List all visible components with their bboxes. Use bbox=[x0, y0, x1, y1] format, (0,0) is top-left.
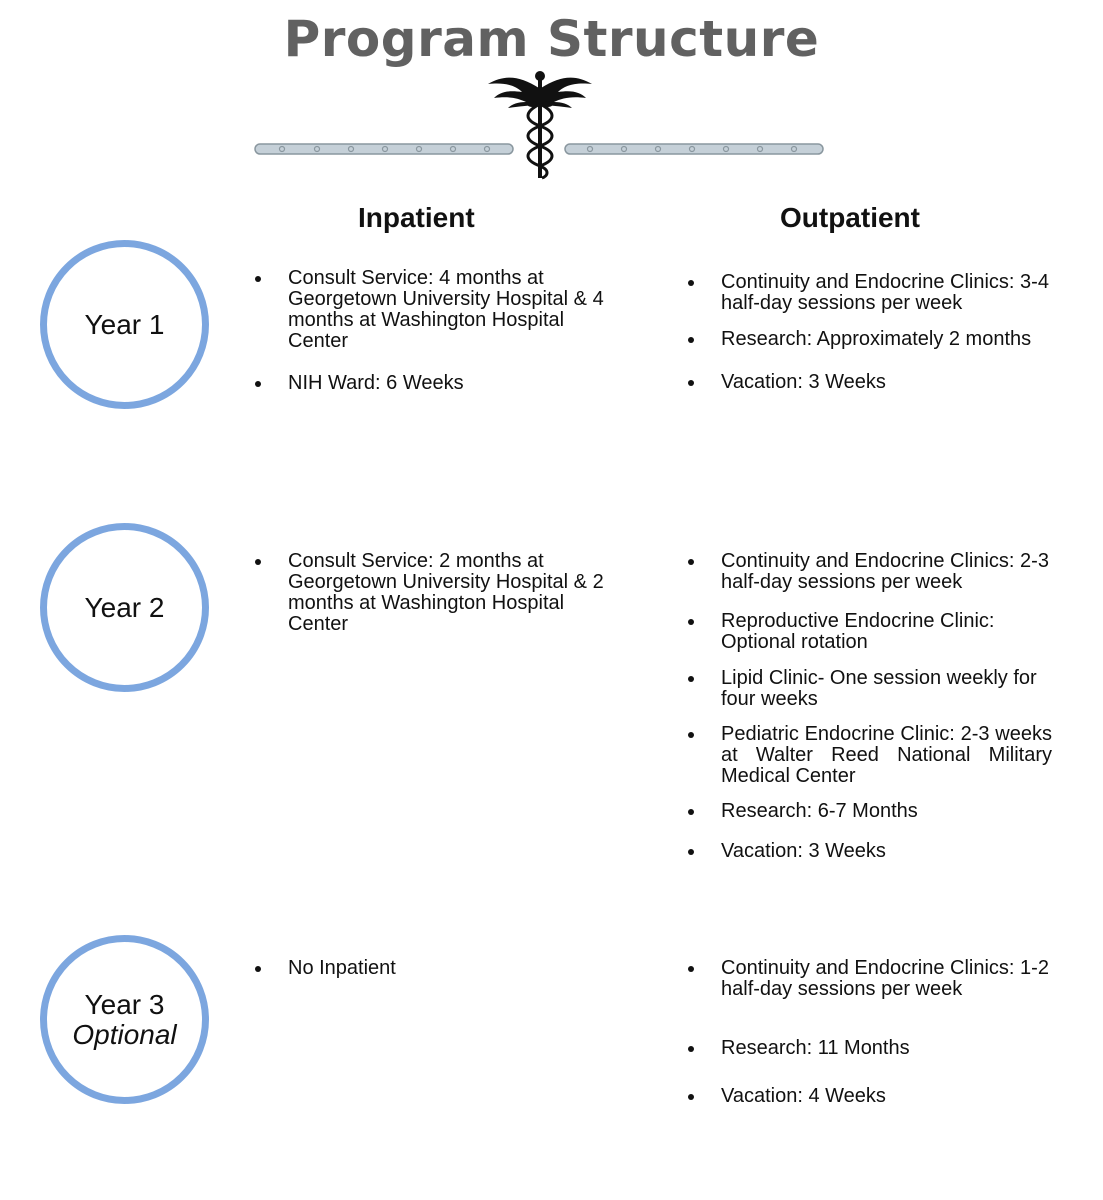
year-1-inpatient-list: Consult Service: 4 months at Georgetown … bbox=[255, 268, 615, 394]
year-sublabel: Optional bbox=[72, 1018, 177, 1050]
list-item: Continuity and Endocrine Clinics: 3-4 ha… bbox=[688, 272, 1052, 314]
year-1-circle: Year 1 bbox=[40, 240, 209, 409]
year-label: Year 2 bbox=[84, 591, 165, 623]
year-2-inpatient-list: Consult Service: 2 months at Georgetown … bbox=[255, 551, 615, 635]
list-item: Research: Approximately 2 months bbox=[688, 329, 1052, 350]
list-item: NIH Ward: 6 Weeks bbox=[255, 373, 615, 394]
page-title: Program Structure bbox=[283, 10, 820, 68]
list-item: Vacation: 4 Weeks bbox=[688, 1086, 1052, 1107]
year-2-circle: Year 2 bbox=[40, 523, 209, 692]
divider-bar-right bbox=[564, 143, 824, 155]
list-item: Research: 6-7 Months bbox=[688, 801, 1052, 822]
year-3-outpatient-list: Continuity and Endocrine Clinics: 1-2 ha… bbox=[688, 958, 1052, 1107]
caduceus-divider bbox=[254, 71, 824, 180]
list-item: Vacation: 3 Weeks bbox=[688, 841, 1052, 862]
year-3-circle: Year 3 Optional bbox=[40, 935, 209, 1104]
year-3-inpatient-list: No Inpatient bbox=[255, 958, 615, 979]
year-2-outpatient-list: Continuity and Endocrine Clinics: 2-3 ha… bbox=[688, 551, 1052, 862]
year-label: Year 3 bbox=[84, 989, 165, 1021]
list-item: Research: 11 Months bbox=[688, 1038, 1052, 1059]
divider-bar-left bbox=[254, 143, 514, 155]
list-item: Consult Service: 2 months at Georgetown … bbox=[255, 551, 615, 635]
list-item: Pediatric Endocrine Clinic: 2-3 weeks at… bbox=[688, 724, 1052, 787]
inpatient-heading: Inpatient bbox=[358, 202, 475, 233]
year-1-outpatient-list: Continuity and Endocrine Clinics: 3-4 ha… bbox=[688, 272, 1052, 393]
list-item: Continuity and Endocrine Clinics: 1-2 ha… bbox=[688, 958, 1052, 1000]
list-item: Lipid Clinic- One session weekly for fou… bbox=[688, 668, 1052, 710]
list-item: Consult Service: 4 months at Georgetown … bbox=[255, 268, 615, 352]
list-item: Vacation: 3 Weeks bbox=[688, 372, 1052, 393]
caduceus-icon bbox=[488, 71, 592, 180]
list-item: No Inpatient bbox=[255, 958, 615, 979]
outpatient-heading: Outpatient bbox=[780, 202, 920, 233]
list-item: Continuity and Endocrine Clinics: 2-3 ha… bbox=[688, 551, 1052, 593]
year-label: Year 1 bbox=[84, 308, 165, 340]
list-item: Reproductive Endocrine Clinic: Optional … bbox=[688, 611, 1052, 653]
